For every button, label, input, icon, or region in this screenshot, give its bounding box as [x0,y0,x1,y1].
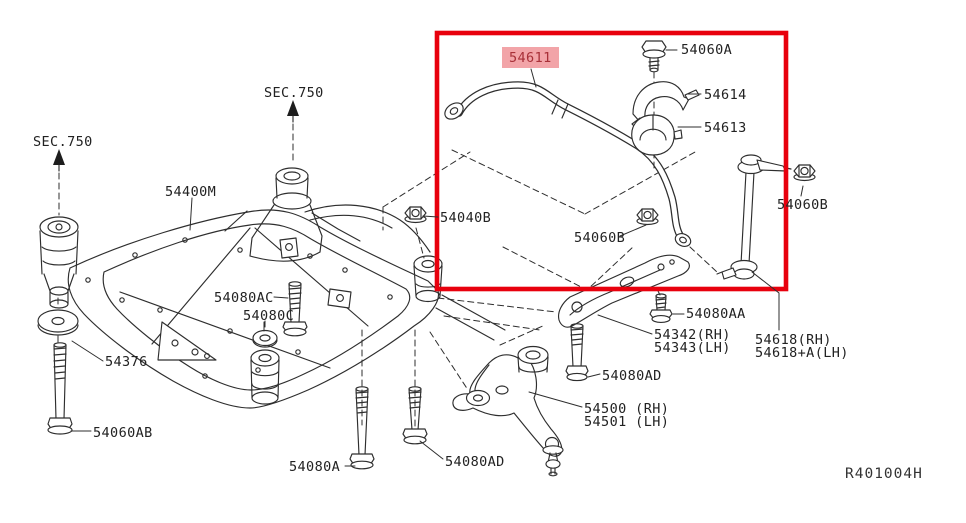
nut-54060b-right-drawing [793,164,816,182]
insulator-disc [37,309,79,336]
bolt-54060a-drawing [641,40,667,73]
bolt-54080aa-drawing [649,293,673,323]
nut-54040b-drawing [404,206,427,224]
section-ref-center: SEC.750 [264,85,324,101]
bolt-54080ac-drawing [282,281,308,337]
part-label-54500[interactable]: 54500 (RH) [584,401,669,417]
part-label-54080c[interactable]: 54080C [243,308,294,324]
part-label-54080ad-left[interactable]: 54080AD [445,454,505,470]
part-label-54376[interactable]: 54376 [105,354,148,370]
section-arrow-left [53,149,65,216]
section-arrow-center [287,100,299,165]
leader-lines [70,49,804,467]
drawing-ref-code: R401004H [845,466,923,482]
member-mount-front [250,329,280,405]
part-label-54400m[interactable]: 54400M [165,184,216,200]
selected-part-label-bg [502,47,559,68]
part-label-54060a[interactable]: 54060A [681,42,732,58]
member-mount-bushing-center [249,167,323,262]
part-label-54618-rh[interactable]: 54618(RH) [755,332,832,348]
part-label-54060b-right[interactable]: 54060B [777,197,828,213]
stabilizer-bushing-drawing [631,114,683,156]
bolt-54060ab-drawing [47,342,73,435]
part-label-54060ab[interactable]: 54060AB [93,425,153,441]
left-mount-stack [37,216,79,435]
part-label-54613[interactable]: 54613 [704,120,747,136]
section-ref-left: SEC.750 [33,134,93,150]
stabilizer-link-drawing [716,154,792,280]
part-label-54343[interactable]: 54343(LH) [654,340,731,356]
bolt-54080ad-right-drawing [565,323,589,382]
part-label-54080aa[interactable]: 54080AA [686,306,746,322]
part-label-54080ac[interactable]: 54080AC [214,290,274,306]
transverse-link-drawing [452,345,564,477]
part-label-54342[interactable]: 54342(RH) [654,327,731,343]
part-label-54080ad-right[interactable]: 54080AD [602,368,662,384]
part-label-54080a[interactable]: 54080A [289,459,340,475]
part-label-54501[interactable]: 54501 (LH) [584,414,669,430]
part-label-54060b-inner[interactable]: 54060B [574,230,625,246]
stabilizer-bar-drawing [444,81,692,247]
part-label-54614[interactable]: 54614 [704,87,747,103]
nut-54060b-inner-drawing [636,208,659,226]
part-label-54618-lh[interactable]: 54618+A(LH) [755,345,849,361]
part-label-54040b[interactable]: 54040B [440,210,491,226]
bolt-54080a-drawing [349,386,375,470]
highlight-region-box [434,30,789,292]
construction-lines [264,149,718,429]
part-label-54611-selected[interactable]: 54611 [509,50,552,66]
